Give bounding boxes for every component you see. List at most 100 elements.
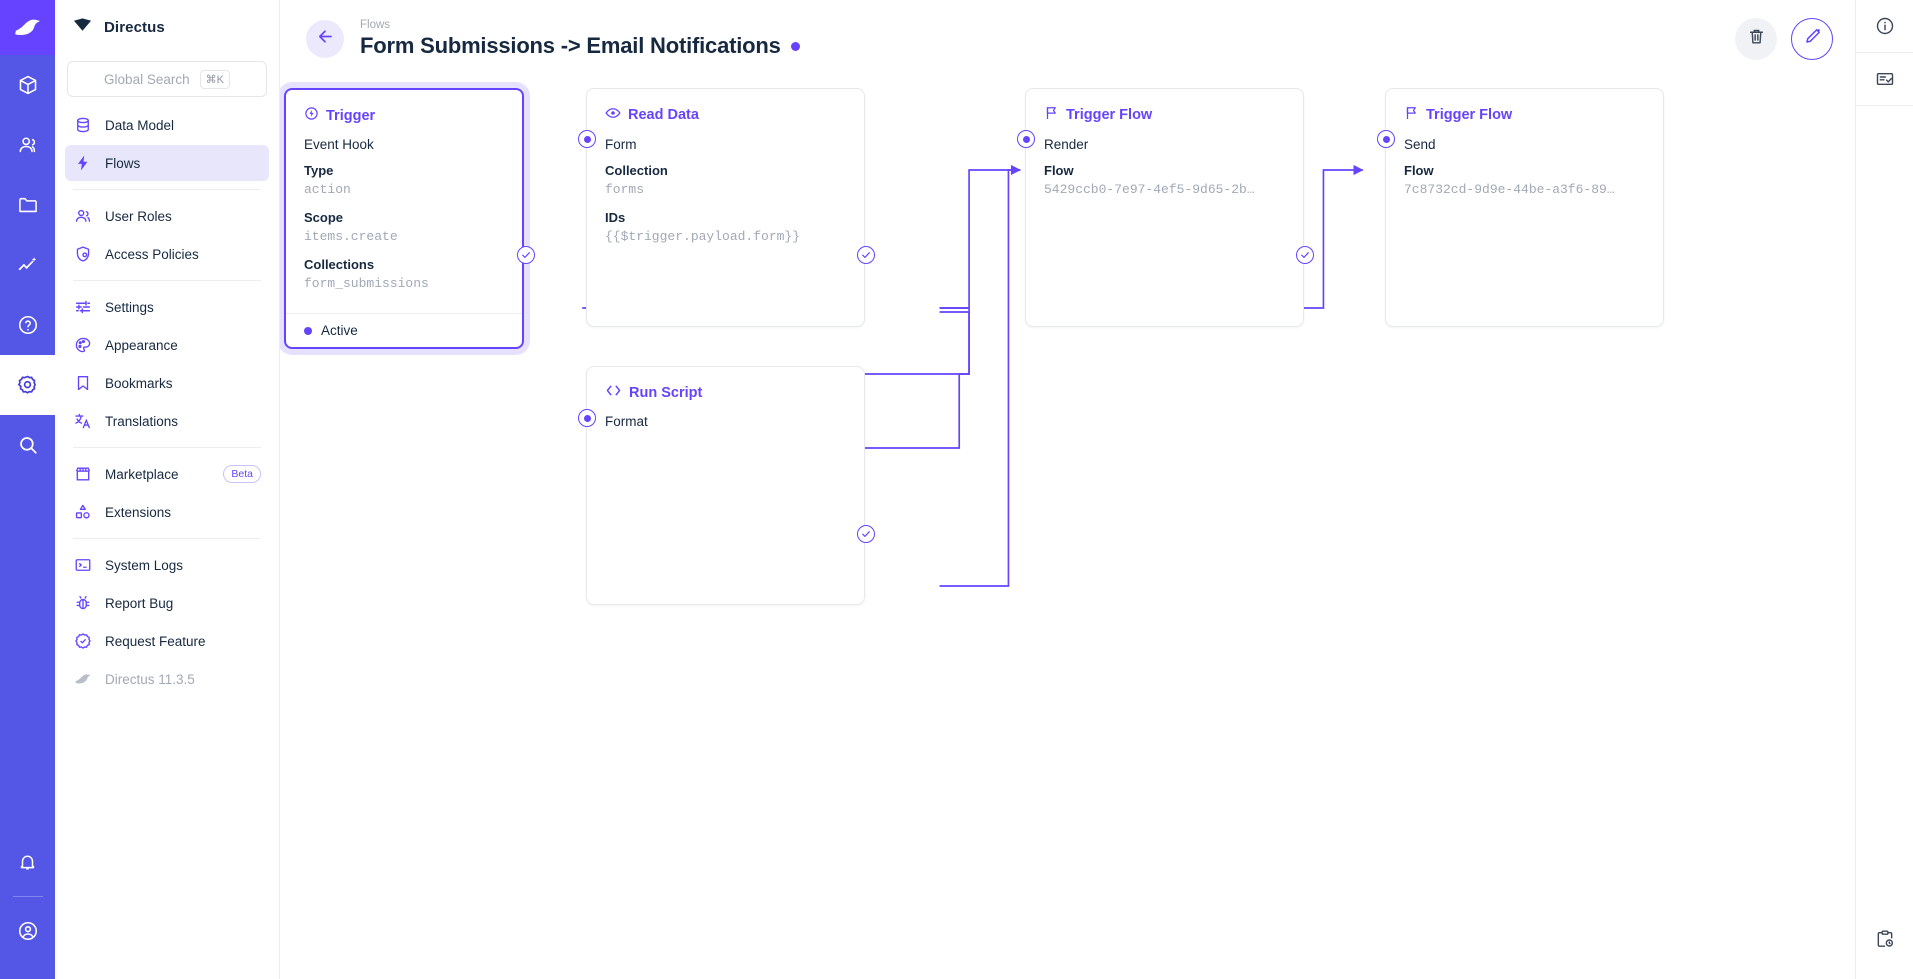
sidebar-item-user-roles[interactable]: User Roles [65,198,269,234]
node-header: Read Data [605,105,846,125]
global-search-shortcut: ⌘K [199,69,230,89]
field-key: Flow [1404,163,1434,178]
logs-icon[interactable] [1856,53,1913,105]
sidebar-item-marketplace[interactable]: Marketplace Beta [65,456,269,492]
node-header: Run Script [605,383,846,402]
node-header: Trigger Flow [1404,105,1645,125]
sidebar-item-label: Request Feature [105,633,206,649]
help-icon[interactable] [0,295,55,355]
arrow-left-icon [316,27,335,51]
sidebar-item-bookmarks[interactable]: Bookmarks [65,365,269,401]
trigger-flow-render-resolve-port[interactable] [1296,246,1314,264]
sidebar-item-request-feature[interactable]: Request Feature [65,623,269,659]
sidebar-item-flows[interactable]: Flows [65,145,269,181]
port-dot-icon [583,135,591,143]
clipboard-history-icon[interactable] [1856,913,1913,965]
info-icon[interactable] [1856,0,1913,52]
storefront-icon [73,464,93,484]
code-brackets-icon [605,383,622,402]
sidebar-item-data-model[interactable]: Data Model [65,107,269,143]
sidebar-item-label: Translations [105,413,179,429]
trigger-resolve-port[interactable] [517,246,535,264]
bug-icon [73,593,93,613]
flow-canvas[interactable]: Trigger Event Hook Type action Scope ite… [280,78,1855,979]
trash-icon [1747,27,1766,51]
field-value: forms [605,182,645,197]
field-key: IDs [605,210,626,225]
node-body: Read Data Form Collection forms IDs {{$t… [587,89,864,266]
trigger-flow-send-input-port[interactable] [1377,130,1395,148]
field-key: Scope [304,210,344,225]
sidebar-item-extensions[interactable]: Extensions [65,494,269,530]
flow-node-read-data[interactable]: Read Data Form Collection forms IDs {{$t… [586,88,865,327]
sidebar-divider [73,189,261,190]
node-title: Run Script [629,384,703,401]
sidebar-item-label: System Logs [105,557,184,573]
sliders-icon [73,297,93,317]
main-content: Flows Form Submissions -> Email Notifica… [280,0,1855,979]
users-icon[interactable] [0,115,55,175]
flow-node-trigger[interactable]: Trigger Event Hook Type action Scope ite… [284,88,524,349]
flow-node-run-script[interactable]: Run Script Format [586,366,865,605]
back-button[interactable] [306,20,344,58]
field-value: 5429ccb0-7e97-4ef5-9d65-2b… [1044,182,1255,197]
field-value: 7c8732cd-9d9e-44be-a3f6-89… [1404,182,1615,197]
sidebar-divider [73,447,261,448]
files-icon[interactable] [0,175,55,235]
beta-badge: Beta [223,465,261,483]
node-title: Trigger Flow [1426,107,1513,123]
directus-rabbit-icon [73,669,93,689]
bookmark-icon [73,373,93,393]
port-dot-icon [1382,135,1390,143]
right-sidebar [1855,0,1913,979]
global-search-input[interactable]: Global Search ⌘K [67,61,267,97]
sidebar-item-label: Bookmarks [105,375,173,391]
flow-node-trigger-flow-send[interactable]: Trigger Flow Send Flow 7c8732cd-9d9e-44b… [1385,88,1664,327]
field-key: Type [304,163,334,178]
sidebar-nav-list: Data Model Flows User Roles A [55,107,279,699]
node-subtitle: Event Hook [304,137,374,152]
settings-gear-icon[interactable] [0,355,55,415]
insights-icon[interactable] [0,235,55,295]
sidebar-item-appearance[interactable]: Appearance [65,327,269,363]
breadcrumb[interactable]: Flows [360,19,391,31]
sidebar-item-label: Marketplace [105,466,179,482]
node-header: Trigger Flow [1044,105,1285,125]
status-dot-icon [304,326,312,335]
field-key: Collections [304,257,375,272]
page-header: Flows Form Submissions -> Email Notifica… [280,0,1855,78]
trigger-flow-render-input-port[interactable] [1017,130,1035,148]
content-icon[interactable] [0,55,55,115]
sidebar-item-system-logs[interactable]: System Logs [65,547,269,583]
search-icon[interactable] [0,415,55,475]
directus-logo-icon[interactable] [0,0,55,55]
sidebar-item-translations[interactable]: Translations [65,403,269,439]
field-key: Flow [1044,163,1074,178]
sidebar-divider [73,538,261,539]
global-search-wrapper: Global Search ⌘K [55,55,279,107]
title-row: Form Submissions -> Email Notifications [360,33,800,59]
notifications-bell-icon[interactable] [0,832,55,892]
bolt-icon [73,153,93,173]
node-field: Flow 7c8732cd-9d9e-44be-a3f6-89… [1404,162,1645,199]
translate-icon [73,411,93,431]
run-script-resolve-port[interactable] [857,525,875,543]
eye-icon [605,105,621,125]
flow-node-trigger-flow-render[interactable]: Trigger Flow Render Flow 5429ccb0-7e97-4… [1025,88,1304,327]
node-field: IDs {{$trigger.payload.form}} [605,209,846,246]
delete-flow-button[interactable] [1735,18,1777,60]
sidebar-item-label: Extensions [105,504,172,520]
edit-flow-button[interactable] [1791,18,1833,60]
read-data-input-port[interactable] [578,130,596,148]
node-body: Trigger Flow Render Flow 5429ccb0-7e97-4… [1026,89,1303,219]
node-title: Trigger Flow [1066,107,1153,123]
node-title: Trigger [326,107,376,124]
node-body: Trigger Event Hook Type action Scope ite… [286,90,522,313]
page-title-block: Flows Form Submissions -> Email Notifica… [360,19,800,59]
read-data-resolve-port[interactable] [857,246,875,264]
account-avatar-icon[interactable] [0,901,55,961]
sidebar-item-access-policies[interactable]: Access Policies [65,236,269,272]
sidebar-item-report-bug[interactable]: Report Bug [65,585,269,621]
run-script-input-port[interactable] [578,409,596,427]
sidebar-item-settings[interactable]: Settings [65,289,269,325]
